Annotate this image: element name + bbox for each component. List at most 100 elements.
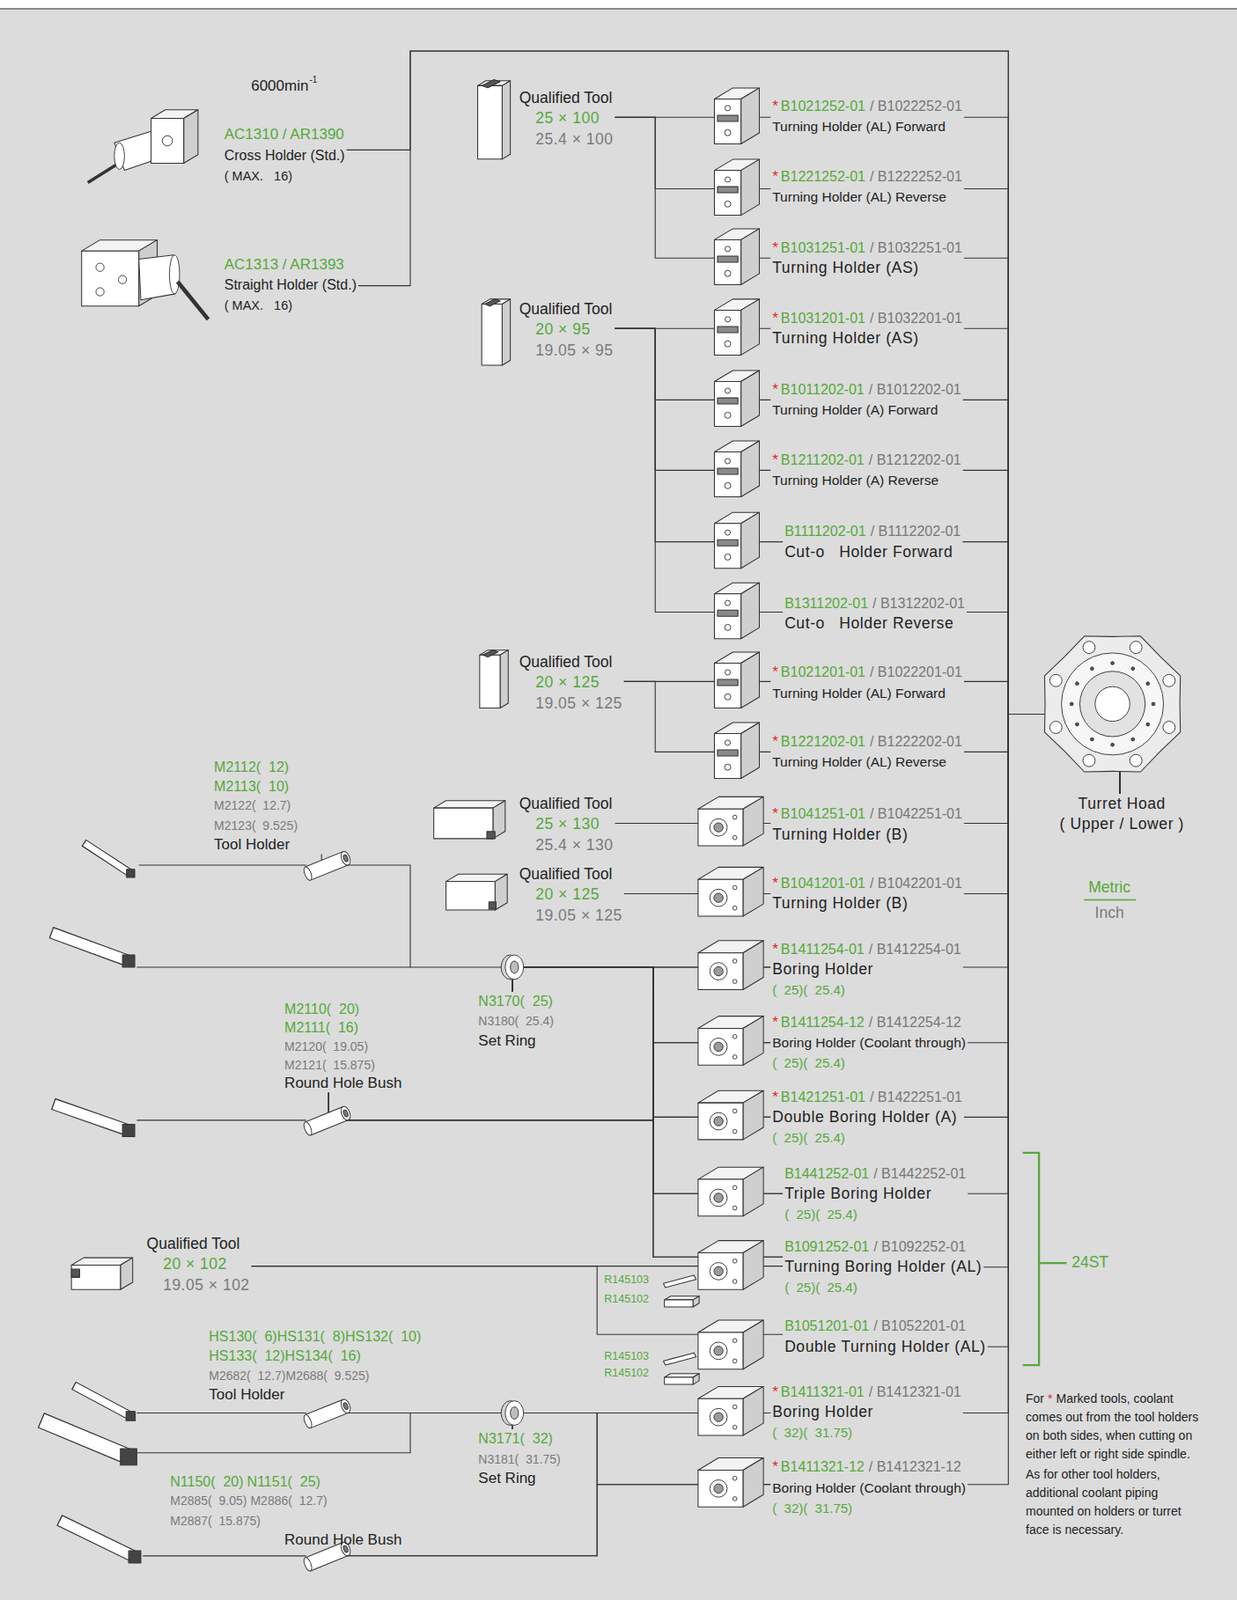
holder-item: B1441252-01/ B1442252-01Triple Boring Ho… bbox=[782, 1163, 968, 1226]
text-row: M2123( 9.525) bbox=[213, 816, 342, 836]
asterisk-mark: * bbox=[772, 1382, 779, 1403]
boring-bar bbox=[53, 1104, 127, 1131]
part-name: Triple Boring Holder bbox=[784, 1184, 932, 1205]
inch-code: / B1022201-01 bbox=[869, 662, 963, 683]
part-hole bbox=[732, 905, 737, 911]
part-end bbox=[114, 142, 126, 170]
part-hole bbox=[725, 670, 731, 676]
holder-item: *B1011202-01/ B1012202-01Turning Holder … bbox=[770, 379, 964, 420]
metric-code: M2113( 10) bbox=[213, 777, 289, 796]
metric-size: 20 × 125 bbox=[535, 672, 600, 693]
part-hole bbox=[725, 600, 731, 606]
part-hole bbox=[732, 979, 737, 985]
connector-line bbox=[328, 1405, 513, 1430]
text-row: Cut-o Holder Reverse bbox=[784, 613, 965, 634]
asterisk-mark: * bbox=[772, 731, 779, 752]
part-name: Tool Holder bbox=[208, 1385, 285, 1406]
metric-size: 20 × 102 bbox=[162, 1254, 228, 1275]
set-ring: N3170( 25)N3180( 25.4)Set Ring bbox=[476, 992, 556, 1053]
insert-tip bbox=[126, 869, 135, 878]
holder-item: B1091252-01/ B1092252-01Turning Boring H… bbox=[782, 1237, 984, 1299]
part-hole bbox=[732, 1034, 737, 1039]
block-front bbox=[714, 170, 741, 216]
text-row: *B1041251-01/ B1042251-01 bbox=[772, 803, 963, 825]
tool-slot bbox=[717, 326, 738, 333]
block-front bbox=[714, 309, 741, 355]
block-front bbox=[714, 452, 741, 498]
part-hole bbox=[732, 1497, 737, 1503]
metric-code: B1041201-01 bbox=[780, 873, 866, 894]
asterisk-mark: * bbox=[772, 803, 779, 825]
inch-code: M2121( 15.875) bbox=[284, 1056, 376, 1076]
block-front bbox=[478, 85, 503, 159]
holder-item: *B1041201-01/ B1042201-01Turning Holder … bbox=[770, 873, 965, 914]
holder-item: *B1411321-12/ B1412321-12Boring Holder (… bbox=[770, 1457, 968, 1519]
part-end bbox=[342, 1402, 349, 1411]
note-paragraph: For*Marked tools, coolant comes out from… bbox=[1025, 1390, 1206, 1465]
text-row: ( 25)( 25.4) bbox=[772, 1127, 963, 1149]
metric-code: B1091252-01 bbox=[784, 1237, 869, 1258]
text-row: Turning Holder (A) Forward bbox=[772, 399, 962, 420]
inch-code: / B1422251-01 bbox=[869, 1087, 963, 1108]
text-row: Qualified Tool bbox=[519, 794, 614, 816]
block-front bbox=[81, 250, 140, 307]
text-row: 25.4 × 100 bbox=[519, 129, 614, 151]
metric-code: AC1310 / AR1390 bbox=[224, 124, 345, 145]
part-name: Set Ring bbox=[478, 1469, 536, 1490]
part-hole bbox=[1129, 641, 1142, 655]
leader-line bbox=[136, 1119, 306, 1121]
text-row: M2885( 9.05)M2886( 12.7) bbox=[169, 1491, 402, 1511]
asterisk-mark: * bbox=[772, 1012, 779, 1033]
text-row: B1051201-01/ B1052201-01 bbox=[784, 1316, 987, 1337]
text-row: ( MAX. 16) bbox=[224, 294, 357, 317]
block-side bbox=[743, 1167, 764, 1217]
part-hole bbox=[161, 135, 173, 147]
asterisk-mark: * bbox=[772, 662, 779, 683]
block-side bbox=[741, 582, 760, 640]
part-hole bbox=[1049, 674, 1062, 687]
part-name: Turning Holder (AS) bbox=[772, 257, 919, 279]
inch-code: M2887( 15.875) bbox=[169, 1512, 261, 1532]
connector-line bbox=[321, 854, 513, 993]
block-front bbox=[714, 98, 741, 144]
inch-size: 25.4 × 100 bbox=[535, 129, 613, 150]
part-hole bbox=[1131, 667, 1135, 671]
asterisk-mark: * bbox=[772, 873, 779, 894]
part-hole bbox=[714, 966, 723, 976]
text-row: B1441252-01/ B1442252-01 bbox=[784, 1163, 966, 1185]
part-end bbox=[301, 866, 314, 883]
text-row: ( 32)( 31.75) bbox=[772, 1422, 962, 1444]
size-spec: ( 25)( 25.4) bbox=[772, 979, 846, 1001]
text-row: *B1421251-01/ B1422251-01 bbox=[772, 1087, 963, 1108]
metric-code: B1441252-01 bbox=[784, 1163, 869, 1185]
part-hole bbox=[117, 275, 126, 284]
text-row: M2111( 16) bbox=[284, 1019, 402, 1039]
text-row: Turning Holder (AL) Forward bbox=[772, 683, 963, 704]
block-front bbox=[698, 953, 744, 991]
group-bracket bbox=[1023, 1153, 1040, 1366]
part-hole bbox=[724, 129, 731, 136]
metric-code: AC1313 / AR1393 bbox=[224, 254, 345, 275]
inch-code: / B1212202-01 bbox=[868, 449, 962, 471]
part-name: Round Hole Bush bbox=[284, 1531, 402, 1550]
part-hole bbox=[714, 1193, 723, 1203]
part-hole bbox=[1131, 737, 1135, 742]
boring-bar bbox=[84, 843, 130, 874]
metric-code: B1411321-12 bbox=[780, 1457, 865, 1478]
part-hole bbox=[725, 176, 731, 183]
part-hole bbox=[1095, 686, 1130, 722]
part-end bbox=[510, 961, 519, 974]
asterisk-mark: * bbox=[1047, 1391, 1053, 1407]
asterisk-mark: * bbox=[772, 237, 779, 258]
part-hole bbox=[725, 246, 731, 252]
part-hole bbox=[732, 1109, 737, 1114]
inch-code: / B1022252-01 bbox=[869, 95, 963, 117]
part-hole bbox=[732, 1425, 737, 1430]
inch-code: M2120( 19.05) bbox=[284, 1038, 369, 1057]
insert-tip bbox=[482, 649, 498, 657]
text-row: AC1313 / AR1393 bbox=[224, 254, 357, 275]
block-side bbox=[741, 159, 760, 216]
text-row: Straight Holder (Std.) bbox=[224, 274, 357, 295]
part-hole bbox=[709, 1189, 728, 1208]
inch-size: 19.05 × 125 bbox=[535, 693, 622, 715]
